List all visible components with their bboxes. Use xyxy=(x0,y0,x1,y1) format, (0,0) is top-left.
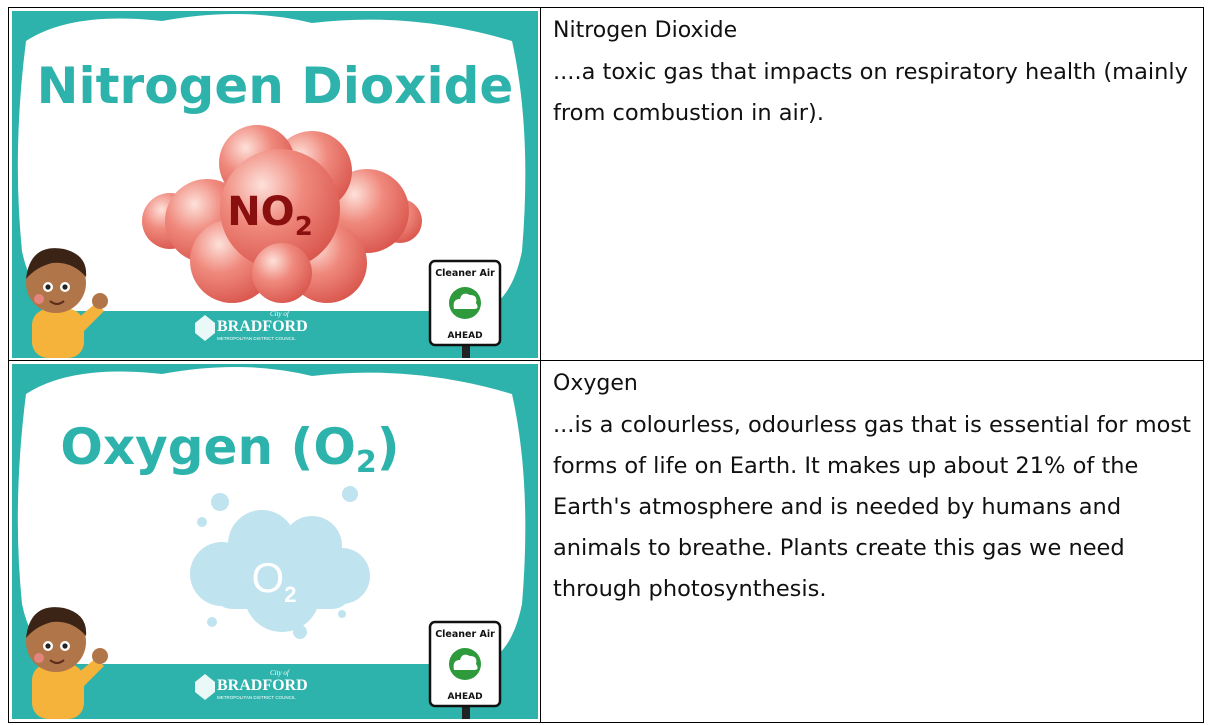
nitrogen-dioxide-poster: Nitrogen Dioxide NO2 xyxy=(12,11,538,358)
cleaner-air-sign-icon: Cleaner Air AHEAD xyxy=(428,259,502,358)
svg-text:METROPOLITAN DISTRICT COUNCIL: METROPOLITAN DISTRICT COUNCIL xyxy=(217,695,296,700)
o2-formula: O2 xyxy=(252,554,297,607)
image-cell: Nitrogen Dioxide NO2 xyxy=(9,8,541,360)
text-cell: Nitrogen Dioxide ....a toxic gas that im… xyxy=(541,8,1203,360)
gas-description: ....a toxic gas that impacts on respirat… xyxy=(553,59,1188,126)
text-cell: Oxygen ...is a colourless, odourless gas… xyxy=(541,361,1203,722)
bubble-icons xyxy=(197,486,358,639)
child-character-icon xyxy=(26,248,108,358)
gas-name: Nitrogen Dioxide xyxy=(553,18,738,43)
svg-text:AHEAD: AHEAD xyxy=(447,331,482,341)
svg-text:Cleaner Air: Cleaner Air xyxy=(435,268,495,279)
svg-text:Cleaner Air: Cleaner Air xyxy=(435,629,495,640)
molecule-cluster-icon xyxy=(142,125,422,303)
cleaner-air-sign-icon: Cleaner Air AHEAD xyxy=(428,620,502,719)
child-character-icon xyxy=(26,607,108,719)
svg-text:METROPOLITAN DISTRICT COUNCIL: METROPOLITAN DISTRICT COUNCIL xyxy=(217,336,296,341)
svg-text:City of: City of xyxy=(270,669,290,677)
svg-text:AHEAD: AHEAD xyxy=(447,692,482,702)
no2-formula: NO2 xyxy=(227,189,313,242)
bradford-council-logo: City of BRADFORD METROPOLITAN DISTRICT C… xyxy=(195,669,308,700)
svg-text:BRADFORD: BRADFORD xyxy=(217,677,308,694)
table-row-nitrogen-dioxide: Nitrogen Dioxide NO2 xyxy=(9,8,1203,361)
poster-heading: Oxygen (O2) xyxy=(60,418,399,480)
image-cell: Oxygen (O2) xyxy=(9,361,541,722)
table-row-oxygen: Oxygen (O2) xyxy=(9,361,1203,722)
oxygen-poster: Oxygen (O2) xyxy=(12,364,538,719)
svg-text:BRADFORD: BRADFORD xyxy=(217,318,308,335)
svg-text:City of: City of xyxy=(270,310,290,318)
bradford-council-logo: City of BRADFORD METROPOLITAN DISTRICT C… xyxy=(195,310,308,341)
gas-description: ...is a colourless, odourless gas that i… xyxy=(553,412,1191,602)
oxygen-cloud-icon xyxy=(190,510,370,632)
document-table: Nitrogen Dioxide NO2 xyxy=(8,7,1204,723)
gas-name: Oxygen xyxy=(553,371,638,396)
poster-heading: Nitrogen Dioxide xyxy=(37,57,514,115)
